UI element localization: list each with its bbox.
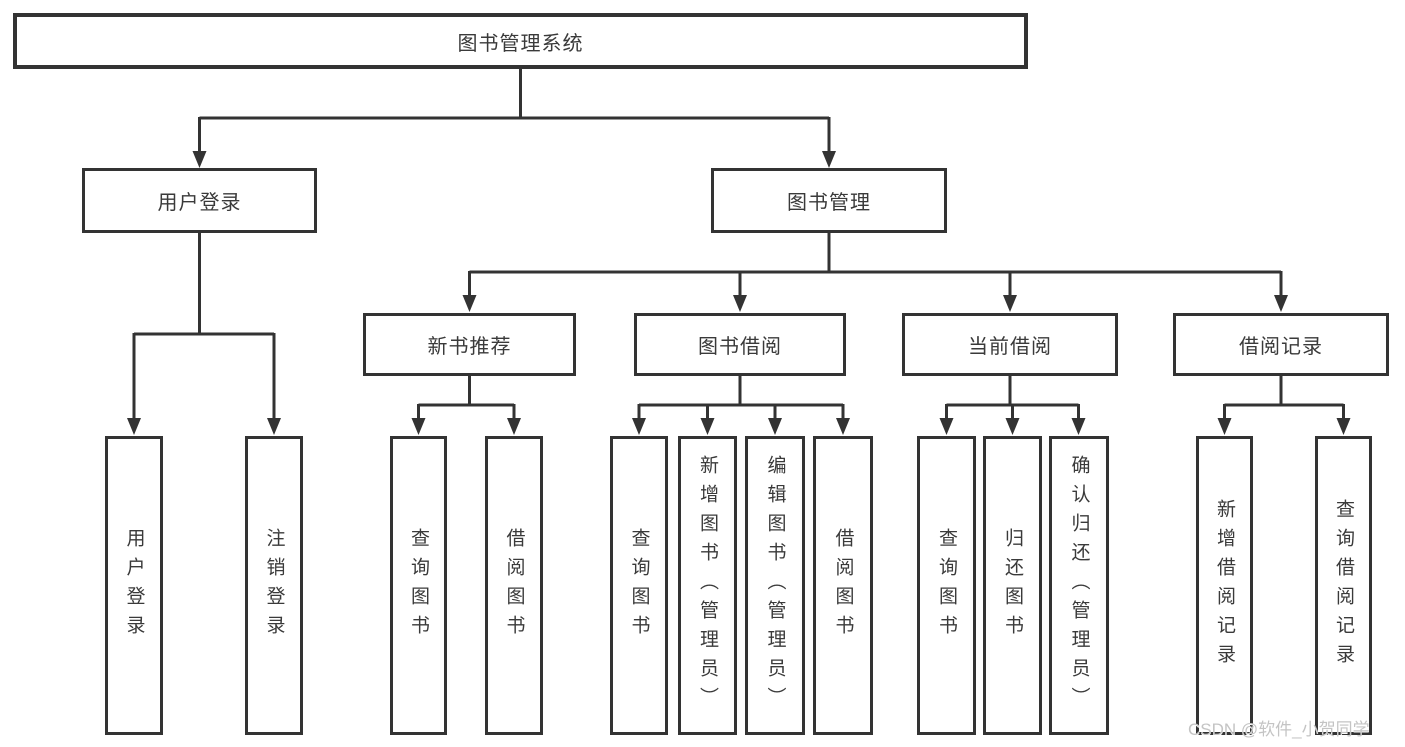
node-leaf-edit-book-admin: 编辑图书（管理员）	[745, 436, 805, 735]
node-borrowing-records: 借阅记录	[1173, 313, 1389, 376]
node-leaf-borrow-books-recommend: 借阅图书	[485, 436, 543, 735]
node-book-management: 图书管理	[711, 168, 947, 233]
node-user-login: 用户登录	[82, 168, 317, 233]
node-leaf-query-books-recommend: 查询图书	[390, 436, 447, 735]
node-leaf-add-borrow-record: 新增借阅记录	[1196, 436, 1253, 735]
connector-book-mgmt-to-level2	[468, 233, 1283, 297]
node-new-book-recommend: 新书推荐	[363, 313, 576, 376]
connector-root-to-level1	[198, 69, 831, 152]
node-leaf-query-borrow-record: 查询借阅记录	[1315, 436, 1372, 735]
connector-new-books-to-leaves	[417, 376, 516, 420]
node-leaf-confirm-return-admin: 确认归还（管理员）	[1049, 436, 1109, 735]
node-leaf-query-books-current: 查询图书	[917, 436, 976, 735]
node-current-borrowing: 当前借阅	[902, 313, 1118, 376]
connector-borrow-records-to-leaves	[1223, 376, 1345, 420]
node-leaf-borrow-books: 借阅图书	[813, 436, 873, 735]
node-leaf-logout: 注销登录	[245, 436, 303, 735]
node-leaf-add-book-admin: 新增图书（管理员）	[678, 436, 737, 735]
connector-book-borrow-to-leaves	[637, 376, 845, 420]
node-leaf-user-login: 用户登录	[105, 436, 163, 735]
connector-user-login-to-leaves	[132, 233, 276, 420]
node-leaf-return-books: 归还图书	[983, 436, 1042, 735]
node-leaf-query-books-borrow: 查询图书	[610, 436, 668, 735]
connector-current-borrow-to-leaves	[945, 376, 1080, 420]
node-library-management-system: 图书管理系统	[13, 13, 1028, 69]
node-book-borrowing: 图书借阅	[634, 313, 846, 376]
csdn-watermark: CSDN @软件_小贺同学	[1188, 720, 1370, 739]
